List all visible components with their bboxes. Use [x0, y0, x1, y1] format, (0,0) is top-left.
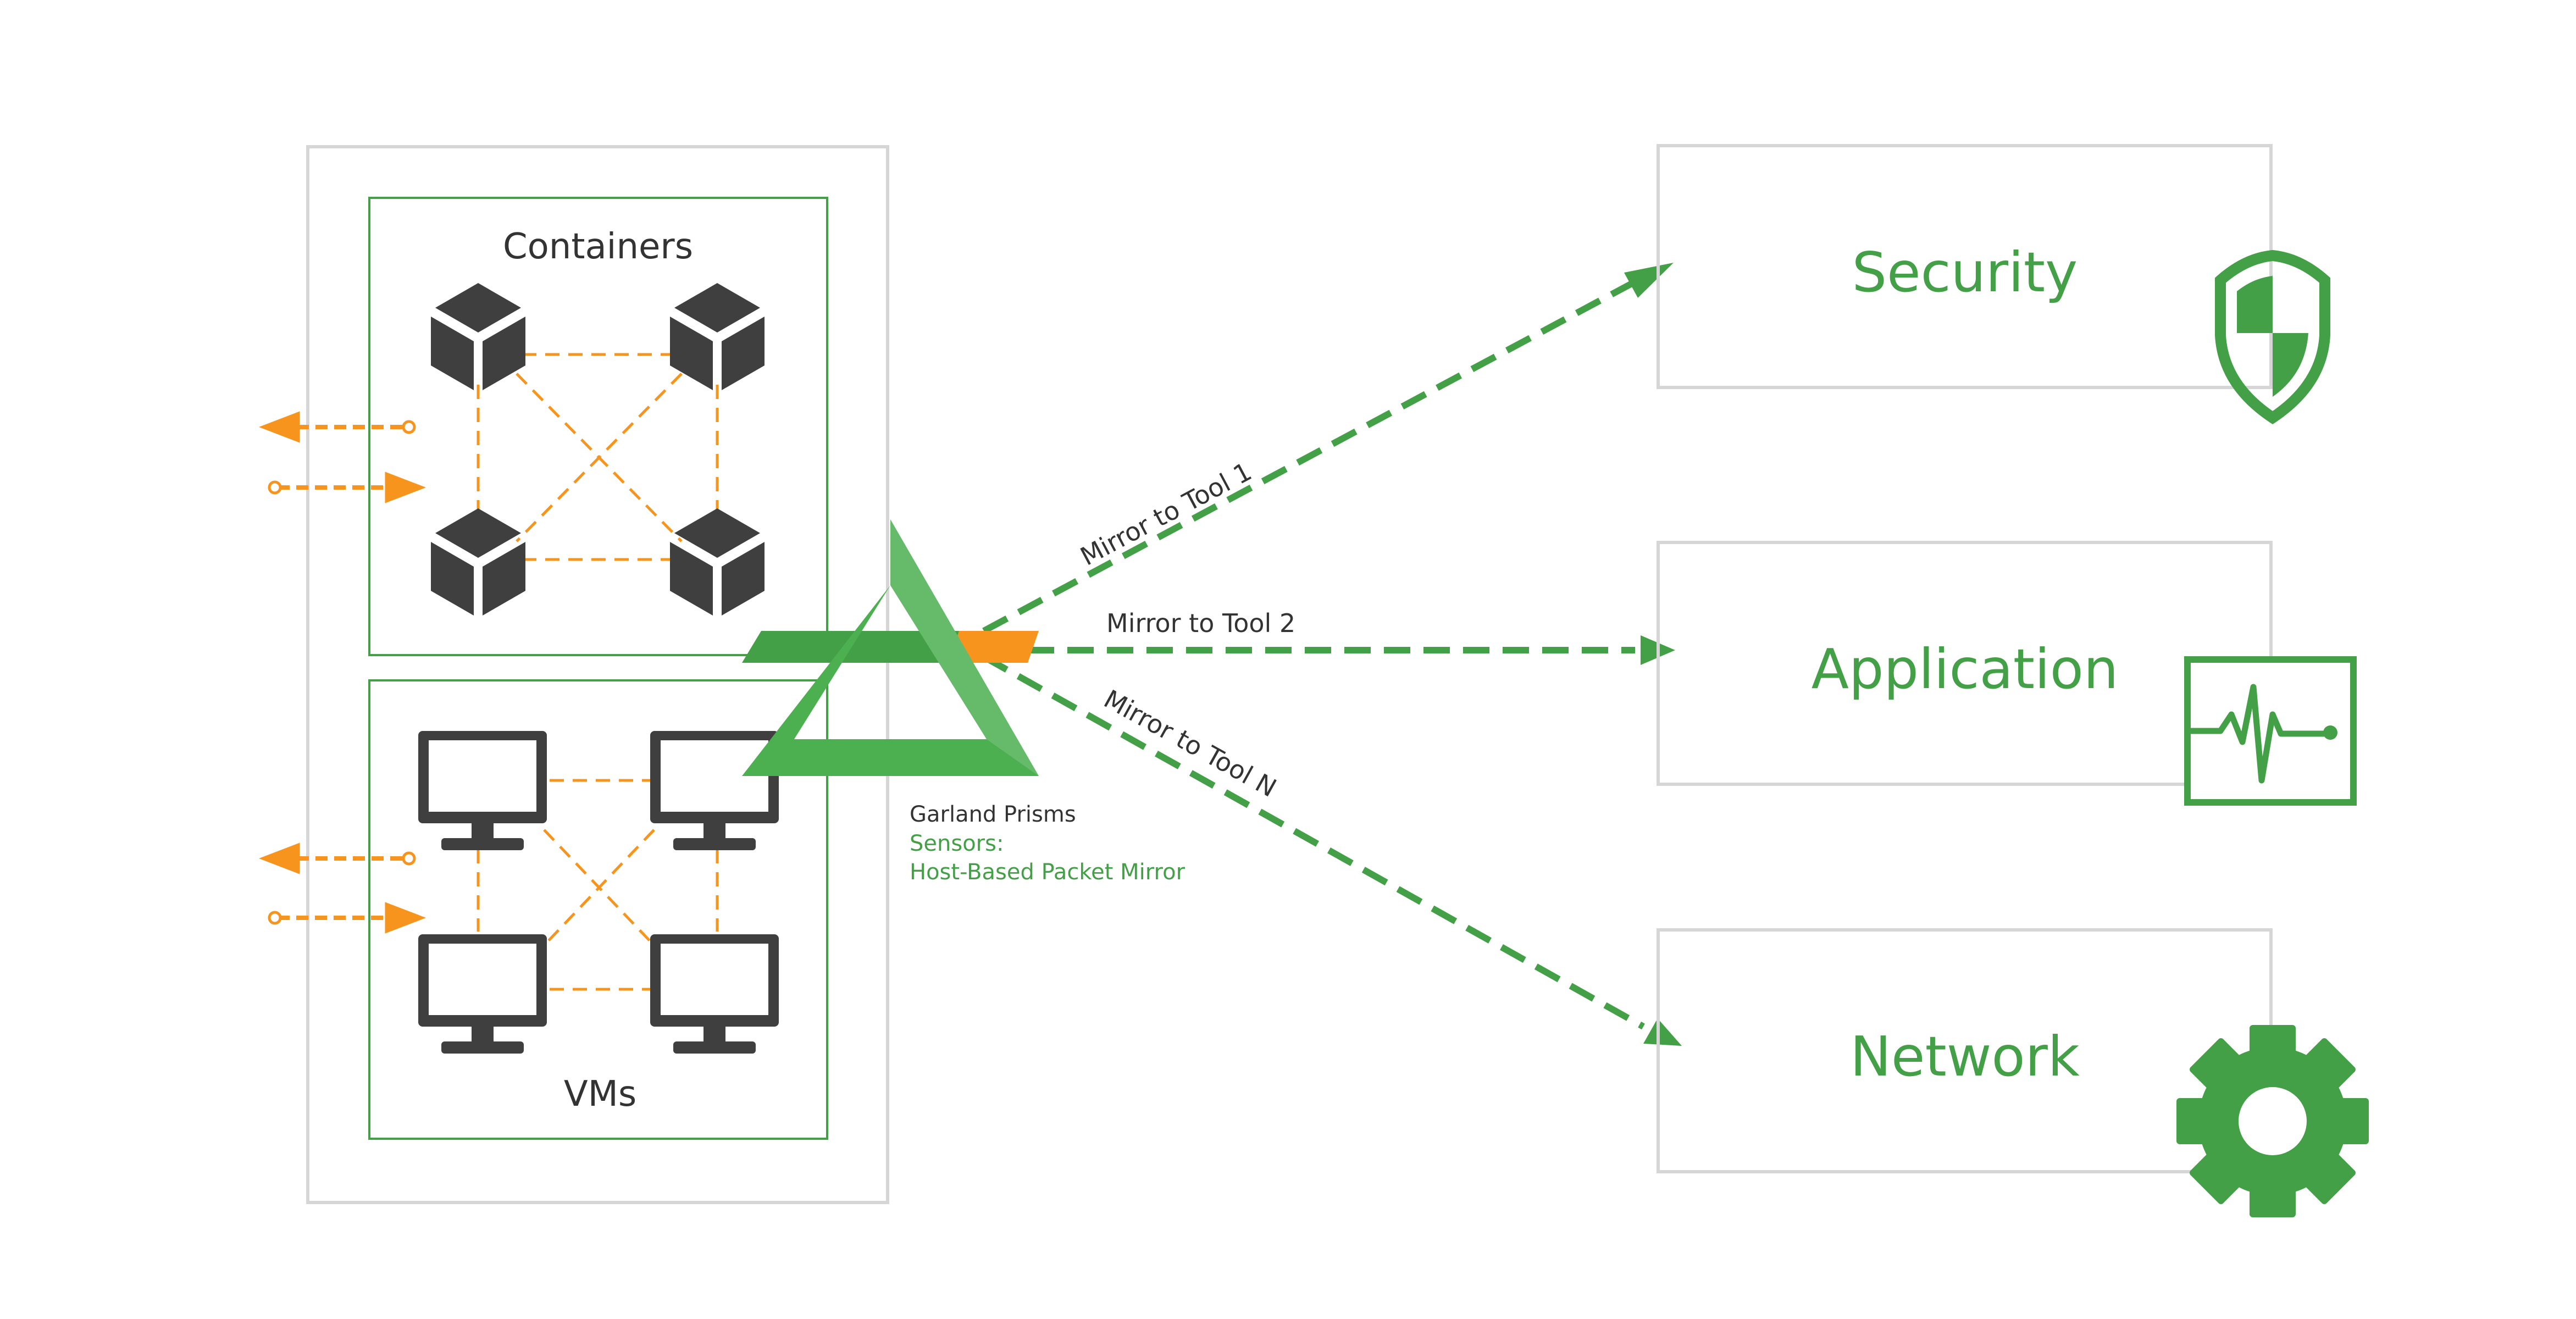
containers-box [368, 197, 828, 656]
tool-box [1657, 144, 2273, 389]
container-cube-icon [431, 508, 525, 616]
prism [742, 519, 1039, 776]
container-cube-icon [670, 283, 765, 390]
prism-sensors-value: Host-Based Packet Mirror [910, 860, 1185, 885]
arrow-right-icon [385, 902, 426, 934]
prism-sensors-label: Sensors: [910, 831, 1004, 856]
container-cube-icon [670, 508, 765, 616]
external-traffic-heads [259, 411, 426, 934]
mirror-label: Mirror to Tool 2 [1106, 608, 1295, 638]
vm-monitor-icon [418, 934, 547, 1054]
vms-group: VMs [368, 679, 828, 1140]
arrow-right-icon [385, 472, 426, 503]
tool-security: Security [1657, 144, 2330, 425]
arrow-right-icon [1624, 263, 1674, 298]
vm-monitor-icon [418, 731, 547, 850]
tool-application: Application [1657, 541, 2357, 806]
monitor-pulse-icon [2184, 656, 2357, 806]
mirror-label: Mirror to Tool 1 [1076, 456, 1256, 571]
tool-label: Application [1811, 637, 2119, 701]
arrow-right-icon [1643, 1018, 1682, 1046]
host-box [306, 145, 889, 1204]
shield-icon [2215, 250, 2330, 425]
vm-links [477, 779, 719, 991]
mirror-heads [1624, 263, 1682, 1046]
containers-title: Containers [503, 226, 693, 267]
vm-monitor-icon [650, 731, 779, 850]
vm-monitor-icon [650, 934, 779, 1054]
gear-icon [2176, 1025, 2369, 1217]
container-links [477, 353, 719, 561]
containers-group: Containers [368, 197, 828, 656]
tool-label: Network [1850, 1024, 2080, 1089]
mirror-label: Mirror to Tool N [1099, 684, 1282, 803]
container-cube-icon [431, 283, 525, 390]
vms-box [368, 679, 828, 1140]
mirror-lines [982, 277, 1645, 1030]
vms-title: VMs [564, 1074, 636, 1115]
arrow-left-icon [259, 411, 300, 443]
tool-label: Security [1852, 240, 2078, 304]
prism-name: Garland Prisms [910, 802, 1076, 827]
tool-network: Network [1657, 928, 2369, 1217]
prism-triangle-highlight [890, 519, 1039, 776]
arrow-left-icon [259, 843, 300, 874]
